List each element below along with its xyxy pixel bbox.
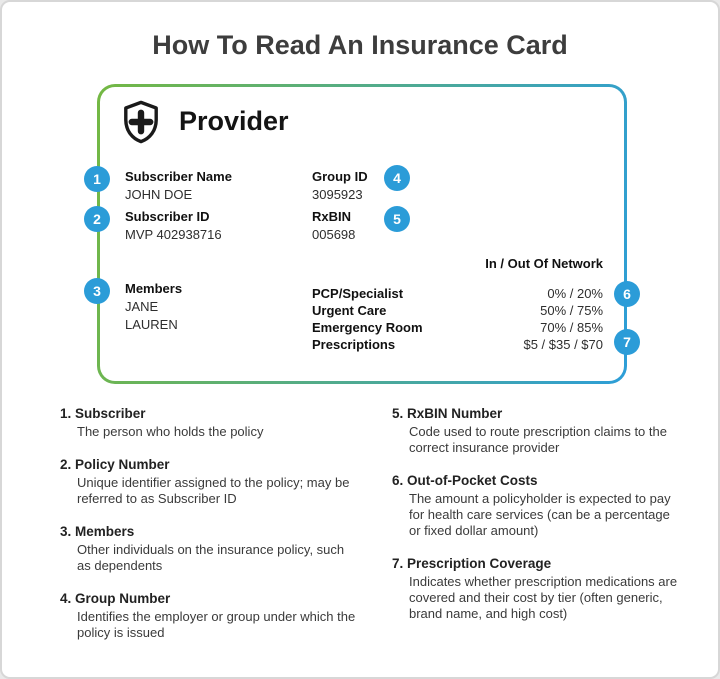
- marker-3: 3: [84, 278, 110, 304]
- legend-item-prescription-coverage: 7. Prescription Coverage Indicates wheth…: [392, 556, 684, 622]
- group-id-label: Group ID: [312, 169, 368, 184]
- marker-2: 2: [84, 206, 110, 232]
- shield-cross-icon: [117, 98, 165, 146]
- subscriber-id-field: Subscriber ID MVP 402938716: [125, 208, 222, 244]
- rxbin-field: RxBIN 005698: [312, 208, 355, 244]
- card-gradient-border: [97, 84, 627, 384]
- network-row-urgent-care: Urgent Care 50% / 75%: [312, 302, 603, 319]
- network-row-value: 70% / 85%: [540, 320, 603, 335]
- legend-item-group-number: 4. Group Number Identifies the employer …: [60, 591, 360, 641]
- marker-6: 6: [614, 281, 640, 307]
- network-table: PCP/Specialist 0% / 20% Urgent Care 50% …: [312, 285, 603, 353]
- marker-1: 1: [84, 166, 110, 192]
- network-row-pcp: PCP/Specialist 0% / 20%: [312, 285, 603, 302]
- network-row-value: 50% / 75%: [540, 303, 603, 318]
- legend-desc: Indicates whether prescription medicatio…: [409, 574, 678, 621]
- legend: 1. Subscriber The person who holds the p…: [60, 406, 684, 658]
- provider-title: Provider: [179, 106, 289, 136]
- rxbin-value: 005698: [312, 227, 356, 242]
- subscriber-name-label: Subscriber Name: [125, 169, 232, 184]
- marker-5: 5: [384, 206, 410, 232]
- network-row-label: Prescriptions: [312, 337, 396, 352]
- legend-item-policy-number: 2. Policy Number Unique identifier assig…: [60, 457, 360, 507]
- legend-item-subscriber: 1. Subscriber The person who holds the p…: [60, 406, 360, 440]
- network-row-value: 0% / 20%: [547, 286, 603, 301]
- legend-item-members: 3. Members Other individuals on the insu…: [60, 524, 360, 574]
- network-row-label: Urgent Care: [312, 303, 387, 318]
- network-row-label: Emergency Room: [312, 320, 423, 335]
- page-title: How To Read An Insurance Card: [152, 30, 568, 60]
- members-field: Members JANE LAUREN: [125, 280, 182, 334]
- legend-desc: The amount a policyholder is expected to…: [409, 491, 671, 538]
- legend-desc: Other individuals on the insurance polic…: [77, 542, 345, 573]
- group-id-field: Group ID 3095923: [312, 168, 368, 204]
- network-row-emergency-room: Emergency Room 70% / 85%: [312, 319, 603, 336]
- subscriber-id-label: Subscriber ID: [125, 209, 210, 224]
- network-header: In / Out Of Network: [485, 256, 603, 271]
- subscriber-id-value: MVP 402938716: [125, 227, 222, 242]
- group-id-value: 3095923: [312, 187, 363, 202]
- legend-desc: Identifies the employer or group under w…: [77, 609, 356, 640]
- marker-7: 7: [614, 329, 640, 355]
- members-label: Members: [125, 281, 183, 296]
- network-row-value: $5 / $35 / $70: [523, 337, 603, 352]
- insurance-card: Provider Subscriber Name JOHN DOE Subscr…: [84, 84, 640, 384]
- member-value: JANE: [125, 299, 159, 314]
- network-row-prescriptions: Prescriptions $5 / $35 / $70: [312, 336, 603, 353]
- legend-column-left: 1. Subscriber The person who holds the p…: [60, 406, 360, 658]
- legend-item-rxbin-number: 5. RxBIN Number Code used to route presc…: [392, 406, 684, 456]
- legend-desc: Code used to route prescription claims t…: [409, 424, 667, 455]
- subscriber-name-field: Subscriber Name JOHN DOE: [125, 168, 232, 204]
- legend-item-out-of-pocket-costs: 6. Out-of-Pocket Costs The amount a poli…: [392, 473, 684, 539]
- marker-4: 4: [384, 165, 410, 191]
- legend-desc: The person who holds the policy: [77, 424, 264, 439]
- network-row-label: PCP/Specialist: [312, 286, 404, 301]
- subscriber-name-value: JOHN DOE: [125, 187, 193, 202]
- legend-column-right: 5. RxBIN Number Code used to route presc…: [392, 406, 684, 658]
- rxbin-label: RxBIN: [312, 209, 352, 224]
- member-value: LAUREN: [125, 317, 178, 332]
- legend-desc: Unique identifier assigned to the policy…: [77, 475, 350, 506]
